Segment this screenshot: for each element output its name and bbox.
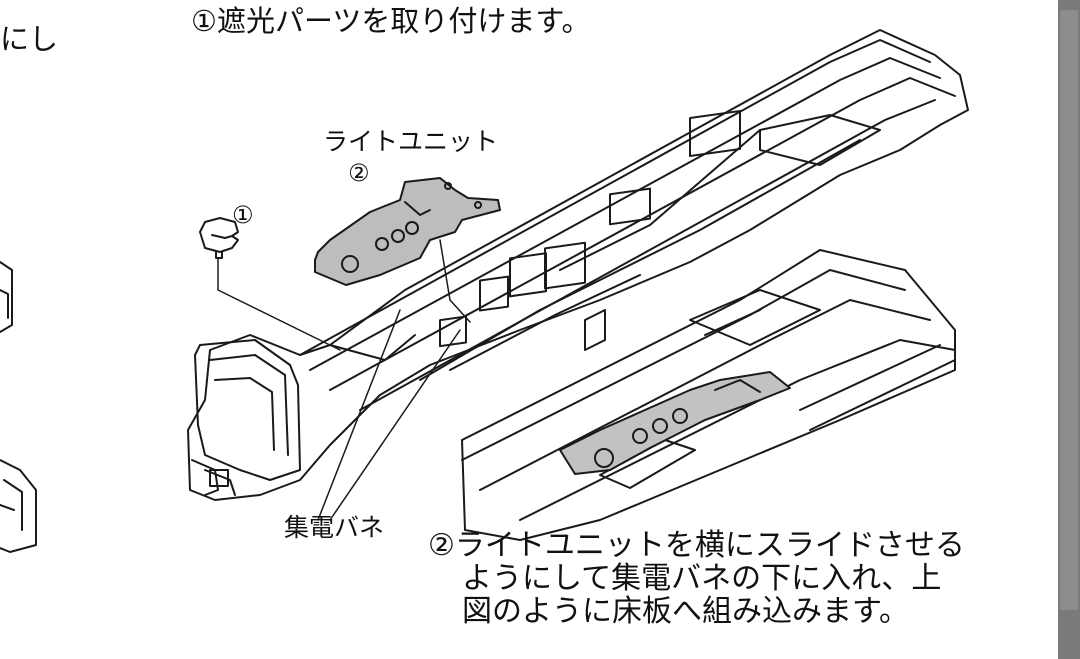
- left-edge-fragment-illustration: [0, 261, 37, 553]
- front-cab: [191, 339, 301, 496]
- train-underframe-illustration: [0, 29, 969, 553]
- upper-frame-body: [187, 29, 969, 501]
- current-collector-spring-label: 集電バネ: [284, 513, 385, 542]
- left-text-fragment: にし: [0, 22, 59, 56]
- manual-page: にし ①遮光パーツを取り付けます。 ライトユニット ② ① 集電バネ ②ライトユ…: [0, 4, 969, 629]
- part-number-1: ①: [232, 201, 254, 229]
- scrollbar-thumb[interactable]: [1060, 10, 1078, 610]
- shade-part: [199, 217, 239, 259]
- part-number-2: ②: [348, 159, 370, 187]
- mounted-light-unit: [559, 371, 791, 475]
- step2-instruction-line2: ようにして集電バネの下に入れ、上: [462, 561, 942, 596]
- underfloor-equipment: [439, 109, 741, 351]
- vertical-scrollbar[interactable]: [1058, 0, 1080, 659]
- step1-instruction: ①遮光パーツを取り付けます。: [191, 4, 591, 38]
- step2-instruction-line3: 図のように床板へ組み込みます。: [462, 594, 909, 629]
- light-unit-details: [341, 182, 482, 273]
- mounted-light-unit-details: [594, 379, 761, 468]
- step2-instruction-line1: ②ライトユニットを横にスライドさせる: [428, 528, 965, 563]
- lower-detail-view: [461, 249, 956, 541]
- light-unit-label: ライトユニット: [323, 127, 499, 156]
- leader-lines: [217, 239, 471, 521]
